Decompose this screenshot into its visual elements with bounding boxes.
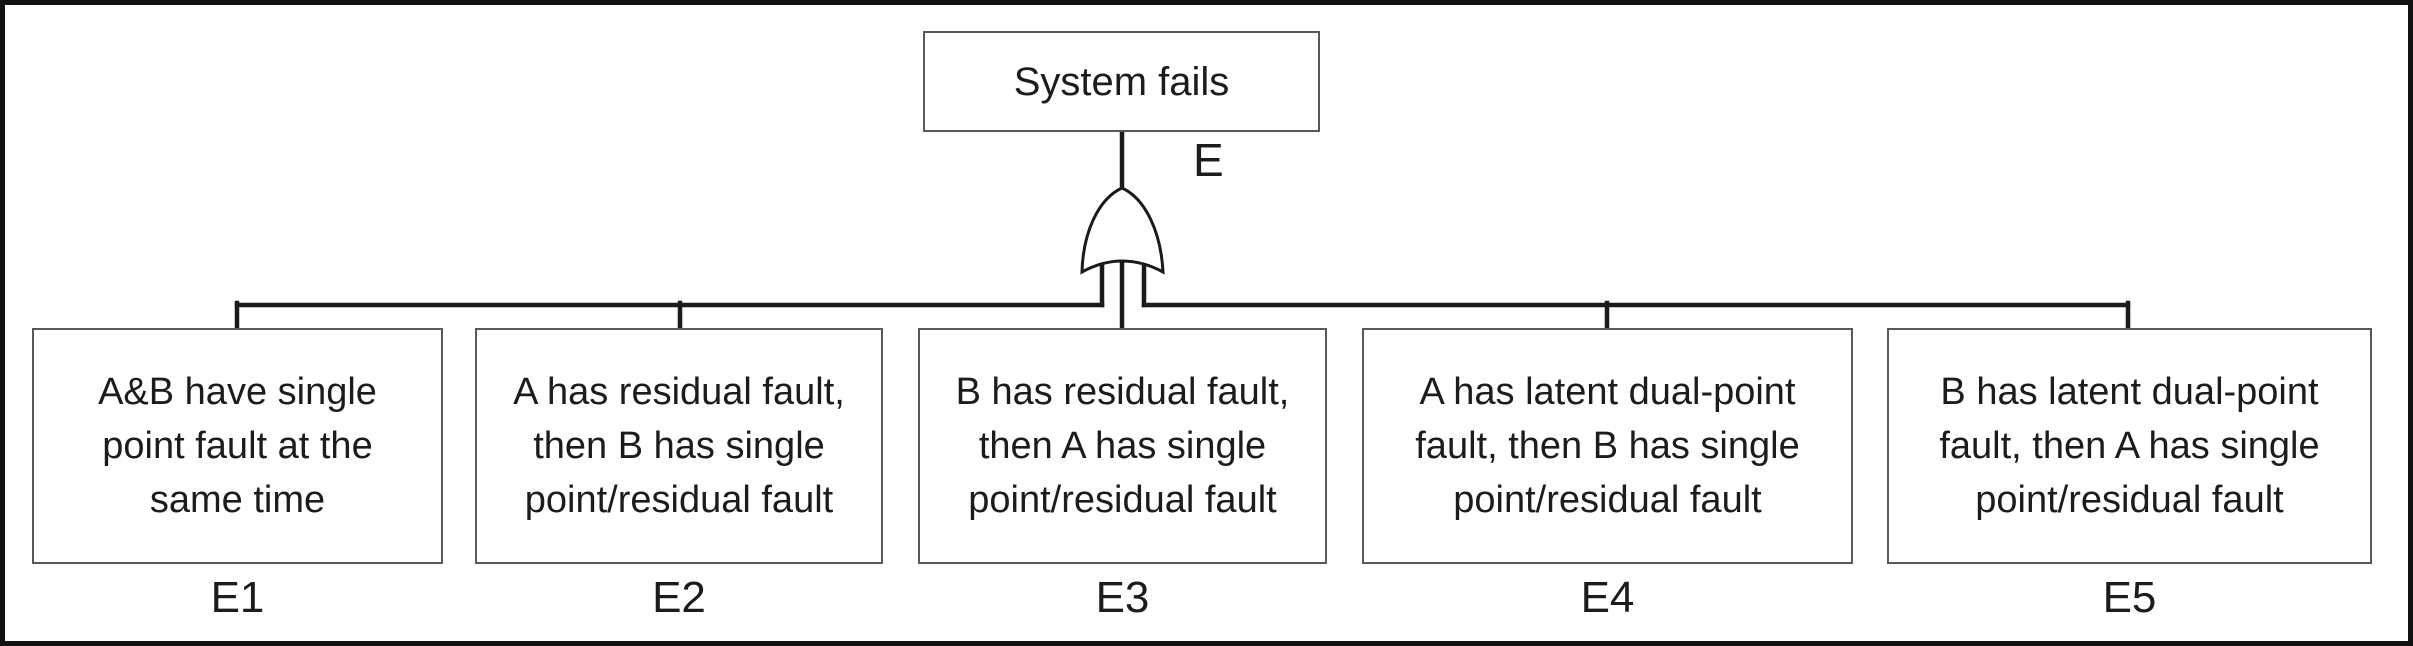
event-label-e2: E2 [652,573,706,622]
event-box-e4: A has latent dual-point fault, then B ha… [1362,328,1853,564]
event-text-e4: A has latent dual-point fault, then B ha… [1415,371,1800,521]
top-event-box: System fails [923,31,1320,132]
event-box-e1: A&B have single point fault at the same … [32,328,443,564]
event-text-e1: A&B have single point fault at the same … [98,371,377,521]
event-label-e5: E5 [2102,573,2157,622]
or-gate-icon [1080,186,1165,275]
gate-label: E [1193,134,1224,186]
event-label-e1: E1 [210,573,265,622]
event-text-e5: B has latent dual-point fault, then A ha… [1939,371,2320,521]
event-box-e5: B has latent dual-point fault, then A ha… [1887,328,2372,564]
event-text-e3: B has residual fault, then A has single … [955,371,1290,521]
event-text-e2: A has residual fault, then B has single … [513,371,845,521]
event-label-e4: E4 [1580,573,1635,622]
top-event-text: System fails [1013,59,1230,104]
event-label-e3: E3 [1095,573,1150,622]
event-box-e2: A has residual fault, then B has single … [475,328,883,564]
event-box-e3: B has residual fault, then A has single … [918,328,1327,564]
